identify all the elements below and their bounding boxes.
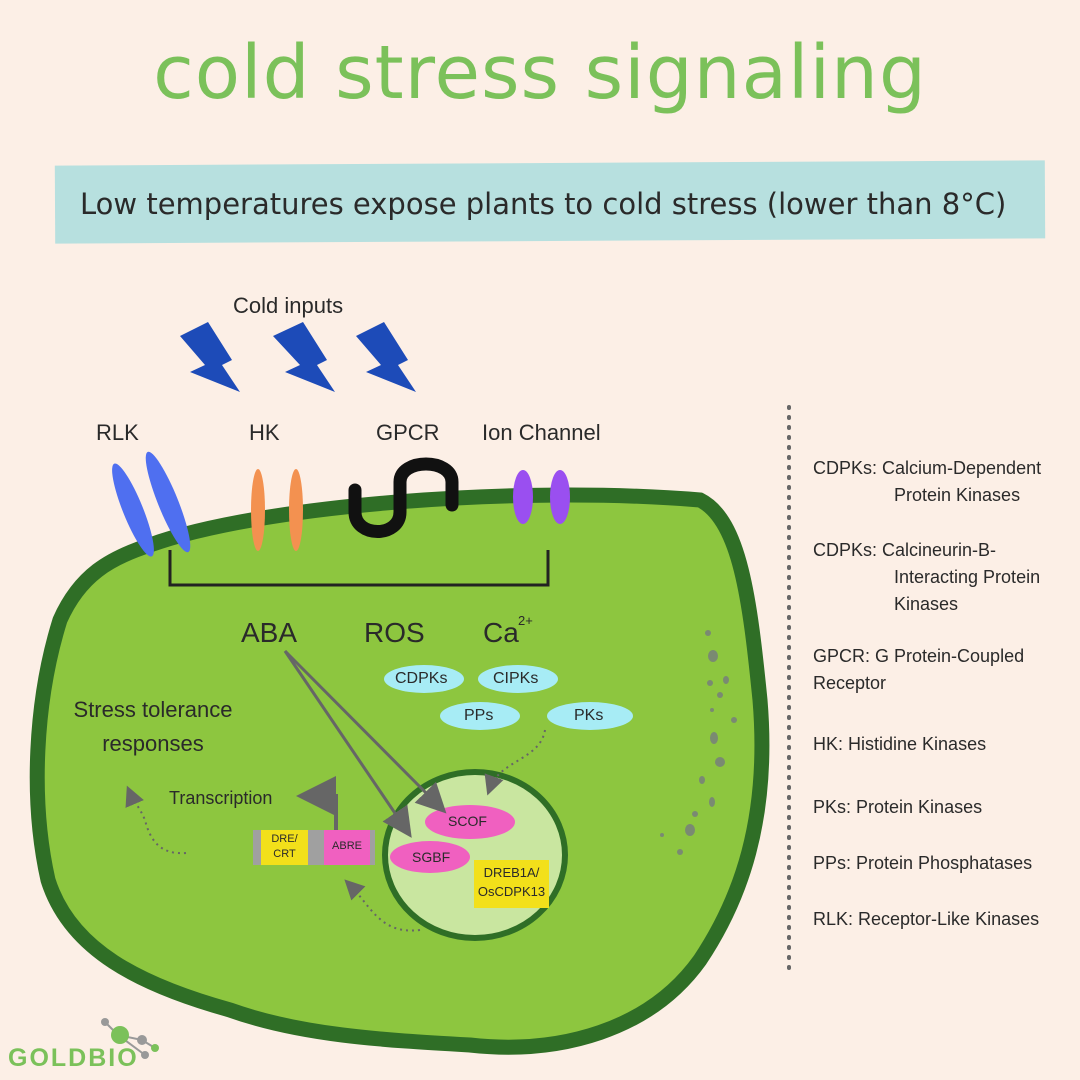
hk-receptor <box>289 469 303 551</box>
dre-box <box>261 830 308 865</box>
glossary-line: Interacting Protein <box>894 567 1041 587</box>
ca-charge-label: 2+ <box>518 613 533 628</box>
glossary-line: Protein Kinases <box>894 485 1021 505</box>
ros-label: ROS <box>364 617 425 648</box>
gpcr-receptor <box>348 457 459 538</box>
stress-tolerance-label: Stress tolerance responses <box>64 697 242 757</box>
page-title: cold stress signaling <box>153 30 927 116</box>
plant-cell <box>29 487 770 1055</box>
goldbio-logo: GOLDBIO <box>8 1044 139 1072</box>
glossary-line: CDPKs: Calcineurin-B- <box>813 540 997 560</box>
glossary-item: PPs: Protein Phosphatases <box>813 850 1078 877</box>
tolerance-arrow <box>125 785 187 855</box>
glossary-line: RLK: Receptor-Like Kinases <box>813 909 1040 929</box>
rlk-label: RLK <box>96 420 139 445</box>
membrane-bracket <box>168 550 550 587</box>
cold-inputs-label: Cold inputs <box>233 293 344 318</box>
dre-line2: CRT <box>273 848 296 860</box>
scof-label: SCOF <box>448 813 487 829</box>
cytoplasm-granules <box>660 630 737 855</box>
ion-channel-label: Ion Channel <box>482 420 601 445</box>
glossary-item: RLK: Receptor-Like Kinases <box>813 906 1078 933</box>
stress-tolerance-line2: responses <box>102 731 204 756</box>
pks-arrow <box>484 729 546 796</box>
glossary-line: CDPKs: Calcium-Dependent <box>813 458 1042 478</box>
pks-label: PKs <box>574 707 604 724</box>
dreb-line2: OsCDPK13 <box>477 884 546 899</box>
sgbf-oval <box>390 841 470 873</box>
glossary-item: GPCR: G Protein-Coupled Receptor <box>813 643 1078 697</box>
glossary-line: Receptor <box>813 673 887 693</box>
pps-label: PPs <box>464 707 494 724</box>
ion-channel <box>513 470 533 524</box>
sgbf-label: SGBF <box>412 849 451 865</box>
glossary-line: HK: Histidine Kinases <box>813 734 987 754</box>
dreb-label: DREB1A/ OsCDPK13 <box>470 863 553 901</box>
dreb-line1: DREB1A/ <box>483 865 540 880</box>
glossary-line: Kinases <box>894 594 959 614</box>
rlk-receptor <box>112 463 154 557</box>
stress-tolerance-line1: Stress tolerance <box>73 697 233 722</box>
lightning-icon <box>356 322 416 392</box>
abre-box <box>324 830 370 865</box>
glossary-item: HK: Histidine Kinases <box>813 731 1078 758</box>
gpcr-label: GPCR <box>376 420 440 445</box>
aba-arrow <box>283 649 447 814</box>
cdpks-label: CDPKs <box>395 670 448 687</box>
rlk-receptor <box>145 451 191 553</box>
transcription-label: Transcription <box>169 788 273 808</box>
cipks-label: CIPKs <box>493 670 539 687</box>
subtitle-text: Low temperatures expose plants to cold s… <box>80 187 1007 221</box>
hk-receptor <box>251 469 265 551</box>
aba-arrow <box>283 650 412 838</box>
lightning-icon <box>180 322 240 392</box>
pps-oval <box>440 702 520 730</box>
aba-label: ABA <box>241 617 298 648</box>
nucleus-export-arrow <box>344 879 421 932</box>
abre-label: ABRE <box>332 840 362 852</box>
pks-oval <box>547 702 633 730</box>
ion-channel <box>550 470 570 524</box>
glossary-item: PKs: Protein Kinases <box>813 794 1078 821</box>
ca-label: Ca <box>483 617 519 648</box>
dre-label: DRE/ CRT <box>261 832 308 862</box>
dreb-box <box>474 860 549 908</box>
goldbio-logo-icon <box>101 1018 159 1059</box>
glossary-item: CDPKs: Calcium-Dependent Protein Kinases <box>813 455 1078 509</box>
glossary-line: GPCR: G Protein-Coupled <box>813 646 1025 666</box>
glossary-line: PKs: Protein Kinases <box>813 797 983 817</box>
lightning-icon <box>273 322 335 392</box>
cdpks-oval <box>384 665 464 693</box>
glossary-line: PPs: Protein Phosphatases <box>813 853 1033 873</box>
hk-label: HK <box>249 420 280 445</box>
transcription-arrow <box>296 776 338 830</box>
cipks-oval <box>478 665 558 693</box>
glossary-item: CDPKs: Calcineurin-B- Interacting Protei… <box>813 537 1078 618</box>
scof-oval <box>425 805 515 839</box>
dre-line1: DRE/ <box>271 833 298 845</box>
